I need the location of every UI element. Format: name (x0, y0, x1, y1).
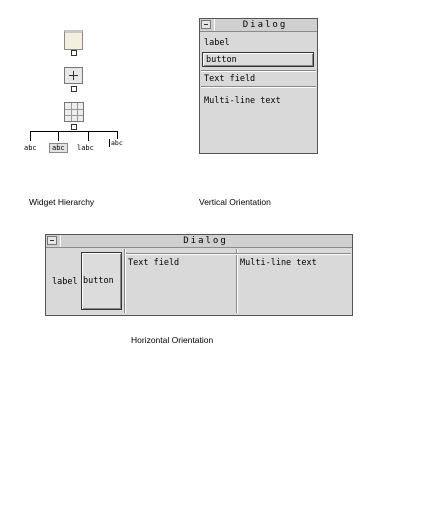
title-bar[interactable]: Dialog (46, 235, 352, 248)
text-field[interactable]: Text field (204, 74, 256, 84)
multi-line-text-area[interactable]: Multi-line text (204, 96, 281, 106)
tree-branch-line (30, 131, 31, 141)
horizontal-dialog-window: Dialog label button Text field Multi-lin… (45, 234, 353, 316)
separator (201, 70, 316, 72)
title-bar[interactable]: Dialog (200, 19, 317, 32)
push-button-label: button (83, 276, 114, 286)
window-menu-button[interactable] (47, 236, 57, 245)
vertical-dialog-window: Dialog label button Text field Multi-lin… (199, 18, 318, 154)
rowcolumn-widget-icon (64, 102, 84, 122)
separator (126, 253, 351, 255)
connector-icon (71, 124, 77, 130)
tree-branch-line (30, 131, 118, 132)
text-field[interactable]: Text field (128, 258, 180, 268)
form-widget-icon (64, 67, 83, 84)
push-button[interactable]: button (81, 252, 122, 310)
label-widget-leaf: abc (24, 144, 37, 152)
separator (236, 249, 238, 313)
textfield-widget-leaf: labc (77, 144, 94, 152)
separator (124, 249, 126, 313)
label-widget: label (52, 277, 78, 287)
multiline-widget-leaf: abc (109, 139, 123, 147)
window-title: Dialog (214, 19, 315, 31)
caption-horizontal-orientation: Horizontal Orientation (131, 335, 214, 345)
caption-widget-hierarchy: Widget Hierarchy (29, 197, 95, 207)
shell-widget-icon (64, 30, 83, 50)
tree-branch-line (117, 131, 118, 139)
tree-branch-line (88, 131, 89, 141)
window-title: Dialog (60, 235, 350, 247)
separator (201, 86, 316, 88)
push-button-label: button (206, 55, 237, 65)
window-menu-button[interactable] (201, 20, 211, 29)
connector-icon (71, 86, 77, 92)
push-button[interactable]: button (202, 52, 314, 67)
caption-vertical-orientation: Vertical Orientation (199, 197, 271, 207)
button-widget-leaf: abc (49, 143, 68, 153)
multi-line-text-area[interactable]: Multi-line text (240, 258, 317, 268)
tree-branch-line (58, 131, 59, 141)
label-widget: label (204, 38, 230, 48)
connector-icon (71, 50, 77, 56)
